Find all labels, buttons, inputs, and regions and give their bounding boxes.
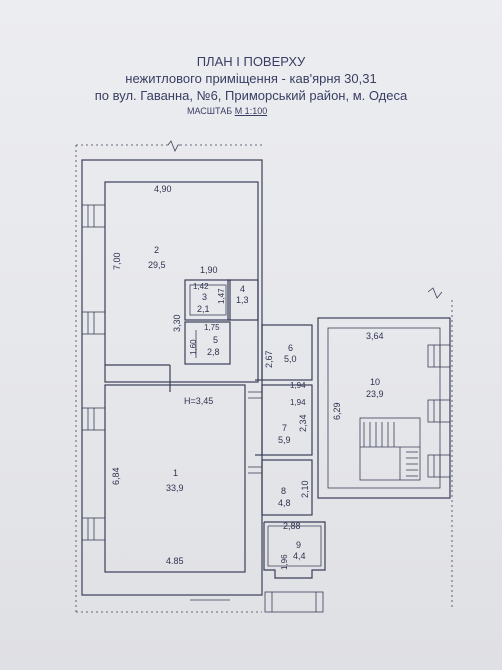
room-9-walls [263, 521, 326, 579]
room-2-number: 2 [154, 245, 159, 255]
scale-value: М 1:100 [234, 106, 268, 116]
dim-room1-width: 4.85 [166, 556, 184, 566]
room-6-number: 6 [288, 343, 293, 353]
room-10-number: 10 [370, 377, 380, 387]
room-9-area: 4,4 [293, 551, 306, 561]
dim-1-94-a: 1,94 [290, 381, 306, 390]
room-4-number: 4 [240, 284, 245, 294]
plan-title: ПЛАН І ПОВЕРХУ [196, 54, 306, 69]
dim-room9-width: 2,88 [283, 521, 301, 531]
room-8-area: 4,8 [278, 498, 291, 508]
room-7-number: 7 [282, 423, 287, 433]
dim-corridor-width: 1,90 [200, 265, 218, 275]
dim-room7-height: 2,34 [298, 414, 308, 432]
dim-room10-height: 6,29 [332, 402, 342, 420]
dim-room2-height: 7,00 [112, 252, 122, 270]
room-1-area: 33,9 [166, 483, 184, 493]
dim-room8-height: 2,10 [300, 480, 310, 498]
room-3-area: 2,1 [197, 304, 210, 314]
room-3-number: 3 [202, 292, 207, 302]
room-2-area: 29,5 [148, 260, 166, 270]
dim-room1-height: 6,84 [111, 467, 121, 485]
center-rooms [248, 324, 313, 516]
room-9-number: 9 [296, 540, 301, 550]
room-7-area: 5,9 [278, 435, 291, 445]
dim-room10-width: 3,64 [366, 331, 384, 341]
dim-room9-height: 1,96 [280, 554, 289, 570]
room-5-number: 5 [213, 335, 218, 345]
staircase [359, 417, 421, 481]
scale-label: МАСШТАБ [187, 106, 233, 116]
room-10-area: 23,9 [366, 389, 384, 399]
dim-1-47: 1,47 [217, 288, 226, 304]
room-6-area: 5,0 [284, 354, 297, 364]
ceiling-height: H=3,45 [184, 396, 213, 406]
scale-caption: МАСШТАБ М 1:100 [187, 106, 267, 116]
site-boundary [75, 140, 453, 613]
dim-3-30: 3,30 [172, 314, 182, 332]
dim-1-75: 1,75 [204, 323, 220, 332]
windows-left [81, 204, 106, 541]
room-labels: 4,90 7,00 2 29,5 1,90 1,42 1,47 3 2,1 4 … [111, 184, 384, 570]
windows-right [427, 344, 451, 478]
dim-room2-width: 4,90 [154, 184, 172, 194]
room-4-area: 1,3 [236, 295, 249, 305]
dim-1-94-b: 1,94 [290, 398, 306, 407]
plan-address: по вул. Гаванна, №6, Приморський район, … [94, 88, 408, 103]
bottom-segments [190, 591, 324, 613]
dim-1-42: 1,42 [193, 282, 209, 291]
room-5-area: 2,8 [207, 347, 220, 357]
dim-1-60: 1,60 [189, 339, 198, 355]
room-1-number: 1 [173, 468, 178, 478]
dim-room6-height: 2,67 [264, 350, 274, 368]
building-walls [81, 159, 263, 596]
plan-subtitle: нежитлового приміщення - кав'ярня 30,31 [125, 71, 377, 86]
room-8-number: 8 [281, 486, 286, 496]
